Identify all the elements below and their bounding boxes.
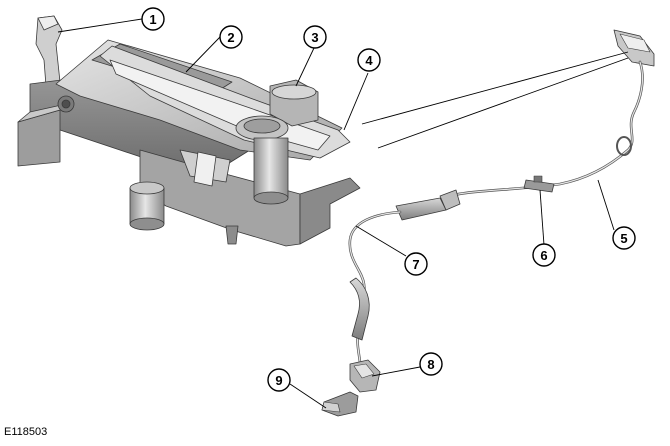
barrel-shaft — [253, 137, 289, 199]
grommet — [439, 189, 461, 211]
leader-4-explode-a — [361, 51, 629, 125]
protective-sleeve-upper — [395, 197, 447, 221]
svg-text:4: 4 — [365, 53, 373, 68]
inline-connector — [523, 179, 555, 193]
callout-5: 5 — [612, 226, 636, 250]
leader-8 — [371, 366, 421, 377]
callout-7: 7 — [404, 252, 428, 276]
callout-8: 8 — [419, 352, 443, 376]
figure-code: E118503 — [4, 426, 48, 438]
svg-text:6: 6 — [540, 248, 547, 263]
pin-tip — [225, 225, 239, 245]
svg-text:9: 9 — [275, 373, 282, 388]
callout-9: 9 — [267, 368, 291, 392]
svg-text:3: 3 — [311, 30, 318, 45]
callout-4: 4 — [357, 48, 381, 72]
leader-3 — [295, 47, 315, 87]
callout-1: 1 — [141, 7, 165, 31]
leader-6 — [539, 189, 545, 246]
callout-2: 2 — [219, 25, 243, 49]
svg-text:8: 8 — [427, 357, 434, 372]
leader-lines — [57, 18, 629, 409]
cable-main — [398, 60, 644, 214]
svg-text:5: 5 — [620, 231, 627, 246]
leader-9 — [289, 383, 327, 409]
callout-3: 3 — [303, 25, 327, 49]
leader-5 — [597, 179, 615, 231]
handle-bracket-assembly — [17, 15, 361, 247]
leader-1 — [57, 18, 143, 33]
leader-7 — [355, 225, 407, 257]
cable-lower — [348, 210, 402, 378]
leader-4-explode-b — [377, 57, 629, 149]
cable-assembly — [321, 29, 655, 417]
svg-text:1: 1 — [149, 12, 156, 27]
svg-text:2: 2 — [227, 30, 234, 45]
svg-text:7: 7 — [412, 257, 419, 272]
cable-loop — [616, 136, 632, 156]
leader-4 — [343, 72, 369, 131]
callout-6: 6 — [532, 243, 556, 267]
leader-2 — [185, 36, 221, 73]
callouts: 1 2 3 4 5 6 7 8 — [141, 7, 636, 392]
protective-sleeve-lower — [349, 277, 370, 341]
